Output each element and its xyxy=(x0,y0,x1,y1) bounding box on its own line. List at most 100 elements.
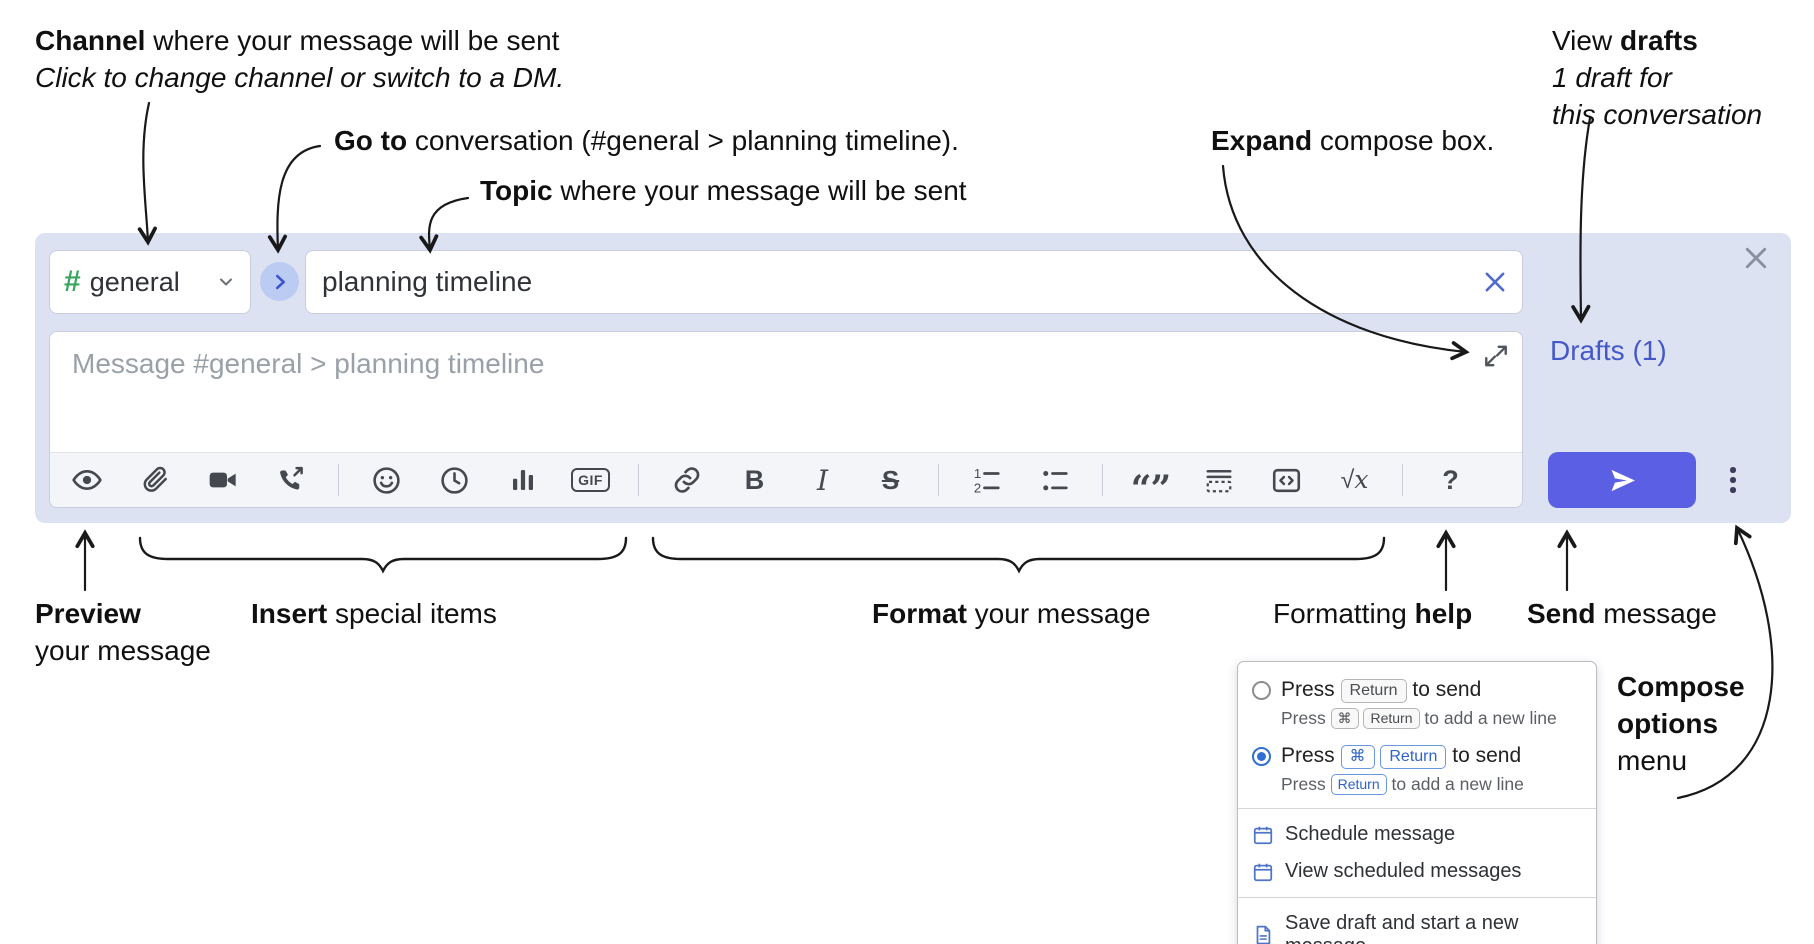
arrow-channel xyxy=(137,101,157,246)
annotation-text: Click to change channel or switch to a D… xyxy=(35,62,565,93)
kbd-return: Return xyxy=(1363,708,1420,729)
toolbar-divider xyxy=(1102,464,1103,496)
radio-checked-icon[interactable] xyxy=(1252,747,1271,766)
menu-item-save-draft[interactable]: Save draft and start a new message xyxy=(1238,905,1596,944)
menu-item-label: Save draft and start a new message xyxy=(1285,912,1519,944)
code-icon xyxy=(1272,468,1301,492)
video-camera-icon xyxy=(209,472,236,488)
question-icon: ? xyxy=(1442,464,1459,495)
compose-options-button[interactable] xyxy=(1713,452,1753,508)
send-button[interactable] xyxy=(1548,452,1696,508)
compose-options-menu: Press Return to send Press ⌘ Return to a… xyxy=(1237,661,1597,944)
annotation-insert: Insert special items xyxy=(251,598,497,629)
quote-button[interactable]: “” xyxy=(1130,460,1171,507)
phone-call-icon xyxy=(279,466,303,490)
gif-button[interactable]: GIF xyxy=(570,460,611,501)
bold-icon: B xyxy=(744,464,765,495)
attach-file-button[interactable] xyxy=(134,460,175,501)
bulleted-list-icon xyxy=(1042,471,1068,491)
kbd-return: Return xyxy=(1380,745,1447,769)
poll-button[interactable] xyxy=(502,460,543,501)
annotation-topic: Topic where your message will be sent xyxy=(480,175,967,206)
math-button[interactable]: √x xyxy=(1334,460,1375,501)
menu-option-return-to-send[interactable]: Press Return to send Press ⌘ Return to a… xyxy=(1238,669,1596,735)
option-label: Press xyxy=(1281,744,1335,767)
annotation-preview: Preview your message xyxy=(35,598,211,666)
message-input[interactable] xyxy=(50,332,1522,452)
voice-call-button[interactable] xyxy=(270,460,311,501)
drafts-link[interactable]: Drafts (1) xyxy=(1550,335,1667,366)
preview-button[interactable] xyxy=(66,460,107,501)
close-compose-button[interactable] xyxy=(1741,243,1771,276)
calendar-icon xyxy=(1253,863,1273,881)
svg-text:1: 1 xyxy=(973,466,980,481)
annotation-drafts: View drafts 1 draft for this conversatio… xyxy=(1552,25,1763,130)
toolbar-divider xyxy=(1402,464,1403,496)
go-to-conversation-button[interactable] xyxy=(260,262,299,301)
spoiler-button[interactable] xyxy=(1198,460,1239,501)
menu-item-label: View scheduled messages xyxy=(1285,860,1522,882)
toolbar-divider xyxy=(938,464,939,496)
video-call-button[interactable] xyxy=(202,460,243,501)
emoji-button[interactable] xyxy=(366,460,407,501)
kbd-return: Return xyxy=(1340,679,1407,703)
eye-icon xyxy=(71,469,102,491)
code-button[interactable] xyxy=(1266,460,1307,501)
topic-clear-button[interactable] xyxy=(1477,264,1513,300)
channel-selector-button[interactable]: # general xyxy=(49,250,251,314)
expand-compose-button[interactable] xyxy=(1483,343,1509,372)
menu-divider xyxy=(1238,897,1596,898)
annotation-format: Format your message xyxy=(872,598,1151,629)
italic-icon: I xyxy=(816,463,829,497)
strikethrough-button[interactable]: S xyxy=(870,460,911,501)
numbered-list-icon: 12 xyxy=(973,466,1000,496)
formatting-help-button[interactable]: ? xyxy=(1430,460,1471,501)
annotation-text: where your message will be sent xyxy=(145,25,560,56)
message-compose-area: GIF B I S 12 xyxy=(49,331,1523,508)
chevron-right-icon xyxy=(275,274,285,289)
menu-divider xyxy=(1238,808,1596,809)
math-icon: √x xyxy=(1340,465,1369,494)
annotation-compose-options: Compose options menu xyxy=(1617,671,1745,776)
expand-icon xyxy=(1485,345,1507,367)
bar-chart-icon xyxy=(512,470,533,490)
global-time-button[interactable] xyxy=(434,460,475,501)
annotation-expand: Expand compose box. xyxy=(1211,125,1495,156)
channel-name-label: general xyxy=(89,266,180,297)
svg-text:2: 2 xyxy=(973,481,980,496)
clock-icon xyxy=(441,466,468,494)
italic-button[interactable]: I xyxy=(802,460,843,501)
brace-insert xyxy=(138,536,628,574)
toolbar-divider xyxy=(638,464,639,496)
menu-item-view-scheduled-messages[interactable]: View scheduled messages xyxy=(1238,853,1596,890)
menu-item-label: Schedule message xyxy=(1285,823,1456,845)
annotation-text: Channel xyxy=(35,25,146,56)
chevron-down-icon xyxy=(220,278,232,286)
bold-button[interactable]: B xyxy=(734,460,775,501)
kbd-return: Return xyxy=(1330,774,1387,795)
document-icon xyxy=(1256,925,1271,944)
topic-input[interactable] xyxy=(305,250,1523,314)
radio-unchecked-icon[interactable] xyxy=(1252,681,1271,700)
toolbar-divider xyxy=(338,464,339,496)
hash-icon: # xyxy=(64,265,81,298)
menu-option-cmd-return-to-send[interactable]: Press ⌘ Return to send Press Return to a… xyxy=(1238,735,1596,801)
kbd-cmd: ⌘ xyxy=(1340,745,1375,769)
kbd-cmd: ⌘ xyxy=(1330,708,1359,729)
menu-item-schedule-message[interactable]: Schedule message xyxy=(1238,816,1596,853)
close-icon xyxy=(1745,247,1767,269)
paperclip-icon xyxy=(143,466,167,492)
annotation-send: Send message xyxy=(1527,598,1717,629)
quote-icon: “” xyxy=(1130,468,1171,508)
brace-format xyxy=(651,536,1386,574)
option-label: Press xyxy=(1281,678,1335,701)
link-icon xyxy=(674,467,699,493)
bulleted-list-button[interactable] xyxy=(1034,460,1075,501)
spoiler-icon xyxy=(1206,470,1231,493)
send-icon xyxy=(1610,469,1635,491)
gif-icon: GIF xyxy=(571,468,610,492)
link-button[interactable] xyxy=(666,460,707,501)
